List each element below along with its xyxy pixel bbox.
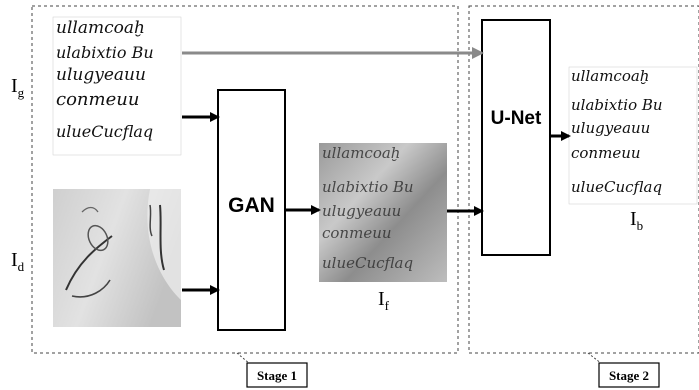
unet-block: [481, 19, 551, 256]
stage1-label: Stage 1: [257, 368, 297, 383]
svg-text:conmeuu: conmeuu: [56, 89, 139, 110]
svg-text:ulueCucflaq: ulueCucflaq: [322, 254, 413, 272]
svg-text:ulueCucflaq: ulueCucflaq: [56, 122, 153, 141]
svg-text:ulabixtio Bu: ulabixtio Bu: [571, 96, 663, 114]
svg-text:ulugyeauu: ulugyeauu: [322, 202, 401, 220]
svg-text:conmeuu: conmeuu: [571, 144, 641, 162]
generated-fake-image: ullamcoaḫ ulabixtio Bu ulugyeauu conmeuu…: [319, 143, 447, 282]
svg-text:ullamcoaḫ: ullamcoaḫ: [322, 144, 400, 162]
stage2-tag: [598, 362, 660, 388]
svg-text:ullamcoaḫ: ullamcoaḫ: [56, 18, 145, 38]
stage1-region: [31, 5, 459, 354]
gan-label: GAN: [228, 194, 275, 217]
unet-label: U-Net: [491, 108, 542, 129]
svg-text:ulugyeauu: ulugyeauu: [56, 65, 146, 85]
binarized-output-image: ullamcoaḫ ulabixtio Bu ulugyeauu conmeuu…: [568, 66, 698, 205]
ground-truth-image: ullamcoaḫ ulabixtio Bu ulugyeauu conmeuu…: [52, 16, 182, 156]
degraded-image: [53, 189, 181, 327]
svg-text:ulueCucflaq: ulueCucflaq: [571, 178, 662, 196]
svg-text:ulugyeauu: ulugyeauu: [571, 119, 650, 137]
stage2-label: Stage 2: [609, 368, 649, 383]
stage1-tag: [246, 362, 308, 388]
svg-text:ulabixtio Bu: ulabixtio Bu: [56, 43, 154, 62]
label-ib: Ib: [630, 208, 643, 233]
label-if: If: [378, 288, 390, 313]
label-id: Id: [11, 249, 25, 274]
svg-text:ullamcoaḫ: ullamcoaḫ: [571, 67, 649, 85]
svg-text:conmeuu: conmeuu: [322, 224, 392, 242]
label-ig: Ig: [11, 75, 25, 100]
svg-text:ulabixtio Bu: ulabixtio Bu: [322, 178, 414, 196]
stage2-region: [468, 5, 699, 354]
